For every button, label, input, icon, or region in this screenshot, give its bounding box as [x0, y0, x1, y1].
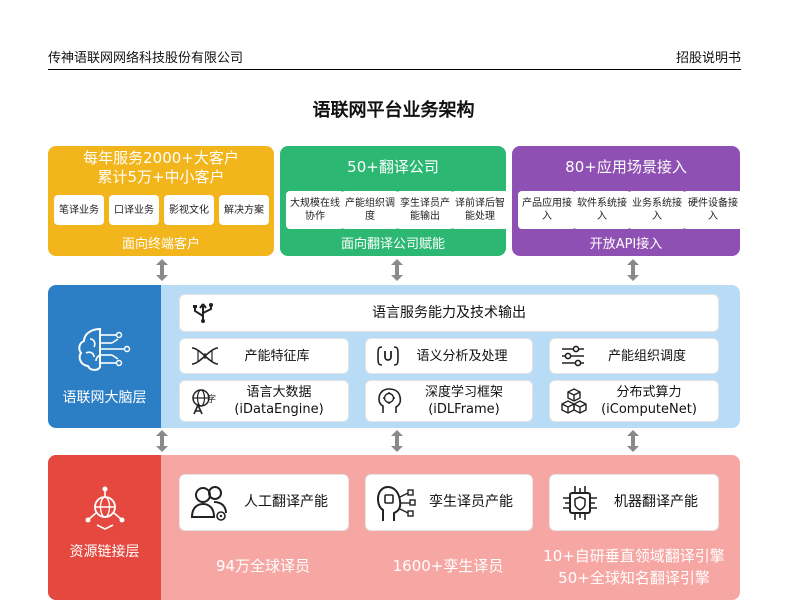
machine-translation-card: 机器翻译产能 — [549, 474, 719, 531]
double-arrow-icon — [391, 430, 403, 452]
language-bigdata-card: 字 语言大数据 (iDataEngine) — [179, 380, 349, 422]
end-customer-box: 每年服务2000+大客户 累计5万+中小客户 笔译业务 口译业务 影视文化 解决… — [48, 146, 274, 256]
resource-layer-side: 资源链接层 — [48, 455, 161, 600]
chip-online-collaboration: 大规模在线协作 — [286, 191, 344, 229]
semantic-icon — [377, 346, 399, 366]
chip-icon — [563, 485, 597, 520]
twin-translators-stat: 1600+孪生译员 — [392, 557, 504, 575]
human-translation-label: 人工翻译产能 — [244, 494, 328, 510]
double-arrow-icon — [627, 430, 639, 452]
human-translation-card: 人工翻译产能 — [179, 474, 349, 531]
deep-learning-card: 深度学习框架 (iDLFrame) — [365, 380, 533, 422]
sliders-icon — [562, 345, 584, 367]
diagram-title: 语联网平台业务架构 — [312, 100, 475, 121]
deep-learning-label: 深度学习框架 (iDLFrame) — [424, 385, 503, 417]
chip-interpretation: 口译业务 — [109, 195, 159, 225]
tech-output-banner: 语言服务能力及技术输出 — [179, 294, 719, 332]
end-customer-line1: 每年服务2000+大客户 — [83, 149, 239, 167]
double-arrow-icon — [627, 259, 639, 281]
chip-software-system: 软件系统接入 — [573, 191, 631, 229]
twin-translator-label: 孪生译员产能 — [429, 494, 513, 510]
chip-smart-processing: 译前译后智能处理 — [451, 191, 509, 229]
end-customer-line2: 累计5万+中小客户 — [97, 168, 225, 186]
chip-capacity-scheduling: 产能组织调度 — [341, 191, 399, 229]
chip-product-app: 产品应用接入 — [518, 191, 576, 229]
head-learning-icon — [378, 388, 402, 413]
company-name: 传神语联网网络科技股份有限公司 — [48, 51, 244, 66]
double-arrow-icon — [391, 259, 403, 281]
global-translators-stat: 94万全球译员 — [215, 557, 311, 575]
brain-layer-label: 语联网大脑层 — [62, 390, 147, 406]
distributed-compute-card: 分布式算力 (iComputeNet) — [549, 380, 719, 422]
double-arrow-icon — [156, 259, 168, 281]
usb-icon — [193, 303, 213, 323]
translation-company-title: 50+翻译公司 — [347, 158, 439, 176]
chip-solutions: 解决方案 — [219, 195, 269, 225]
twin-head-icon — [376, 485, 416, 521]
end-customer-footer: 面向终端客户 — [121, 237, 200, 252]
capacity-scheduling-label: 产能组织调度 — [607, 348, 686, 364]
capacity-feature-card: 产能特征库 — [179, 338, 349, 374]
brain-circuit-icon — [78, 327, 131, 371]
brain-layer-side: 语联网大脑层 — [48, 285, 161, 428]
distributed-compute-label: 分布式算力 (iComputeNet) — [601, 385, 697, 417]
chip-hardware-device: 硬件设备接入 — [683, 191, 743, 229]
tech-output-label: 语言服务能力及技术输出 — [372, 304, 526, 321]
chip-business-system: 业务系统接入 — [628, 191, 686, 229]
machine-translation-label: 机器翻译产能 — [614, 494, 698, 510]
api-access-footer: 开放API接入 — [589, 237, 663, 252]
semantic-analysis-label: 语义分析及处理 — [416, 348, 508, 364]
twin-translator-card: 孪生译员产能 — [365, 474, 533, 531]
people-icon — [190, 485, 227, 521]
api-access-title: 80+应用场景接入 — [565, 158, 687, 176]
vertical-engines-stat: 10+自研垂直领域翻译引擎 — [543, 547, 725, 565]
double-arrow-icon — [156, 430, 168, 452]
global-engines-stat: 50+全球知名翻译引擎 — [558, 569, 710, 587]
globe-language-icon: 字 — [192, 389, 216, 415]
api-access-box: 80+应用场景接入 产品应用接入 软件系统接入 业务系统接入 硬件设备接入 开放… — [512, 146, 743, 256]
header-divider — [48, 69, 741, 70]
language-bigdata-label: 语言大数据 (iDataEngine) — [234, 385, 324, 417]
semantic-analysis-card: 语义分析及处理 — [365, 338, 533, 374]
svg-text:字: 字 — [207, 393, 216, 405]
capacity-feature-label: 产能特征库 — [244, 348, 310, 364]
chip-film-culture: 影视文化 — [164, 195, 214, 225]
chip-twin-translator-output: 孪生译员产能输出 — [396, 191, 454, 229]
cubes-icon — [561, 388, 587, 414]
translation-company-footer: 面向翻译公司赋能 — [340, 237, 445, 252]
network-globe-icon — [85, 486, 125, 530]
document-type: 招股说明书 — [675, 51, 741, 66]
capacity-scheduling-card: 产能组织调度 — [549, 338, 719, 374]
chip-written-translation: 笔译业务 — [54, 195, 104, 225]
dna-icon — [191, 347, 219, 365]
translation-company-box: 50+翻译公司 大规模在线协作 产能组织调度 孪生译员产能输出 译前译后智能处理… — [280, 146, 509, 256]
resource-layer-label: 资源链接层 — [69, 544, 140, 560]
